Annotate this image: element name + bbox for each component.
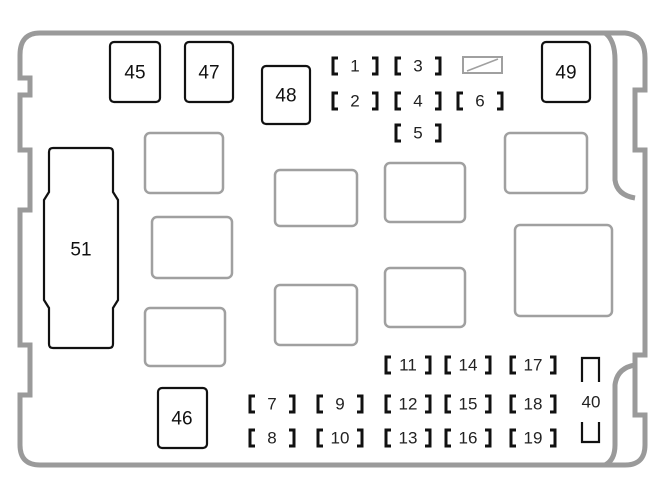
fuse-51: 51 [42,146,120,350]
fuse-bracket [248,428,296,448]
fuse-bracket [509,355,557,375]
fuse-bracket [331,56,379,76]
relay-slot [273,283,359,347]
fuse-label: 4 [413,92,422,111]
fuse-label: 18 [524,395,543,414]
fuse-8: 8 [248,428,296,448]
fuse-label: 8 [267,429,276,448]
fuse-6: 6 [456,91,504,111]
fuse-label: 11 [399,356,417,375]
fuse-box-housing [17,30,648,468]
fuse-label: 7 [267,395,276,414]
fuse-bracket [394,91,442,111]
fuse-3: 3 [394,56,442,76]
fuse-14: 14 [444,355,492,375]
fuse-48: 48 [260,64,312,126]
fuse-bracket [384,394,432,414]
fuse-bracket [456,91,504,111]
fuse-47: 47 [183,40,235,104]
fuse-49: 49 [540,40,592,104]
relay-slot [273,168,359,228]
fuse-label: 9 [335,395,344,414]
relay-slot [383,266,467,329]
fuse-bracket [394,56,442,76]
fuse-bracket [444,428,492,448]
fuse-10: 10 [316,428,364,448]
fuse-bracket [248,394,296,414]
fuse-bracket [316,394,364,414]
fuse-label: 19 [524,429,543,448]
fuse-15: 15 [444,394,492,414]
fuse-label: 47 [198,63,219,84]
fuse-label: 12 [399,395,418,414]
relay-slot [143,131,225,195]
housing-inner-panel [603,30,636,468]
fuse-13: 13 [384,428,432,448]
relay-slot [383,161,467,224]
fuse-label: 48 [275,86,296,107]
fuse-12: 12 [384,394,432,414]
fuse-label: 5 [413,124,422,143]
empty-fuse-slot [462,56,503,74]
fuse-19: 19 [509,428,557,448]
fuse-17: 17 [509,355,557,375]
fuse-label: 15 [459,395,478,414]
fuse-label: 3 [413,57,422,76]
fuse-bracket [384,355,432,375]
fuse-bracket [509,428,557,448]
fuse-1: 1 [331,56,379,76]
fuse-9: 9 [316,394,364,414]
fuse-4: 4 [394,91,442,111]
fuse-bracket [509,394,557,414]
fuse-label: 10 [331,429,350,448]
fuse-45: 45 [108,40,162,104]
fuse-label: 49 [555,63,576,84]
fuse-label: 6 [475,92,484,111]
fuse-label: 40 [582,393,601,412]
relay-slot [513,223,614,318]
fuse-label: 13 [399,429,418,448]
fuse-bracket [444,355,492,375]
fuse-label: 14 [459,356,478,375]
fuse-label: 1 [350,57,359,76]
fuse-18: 18 [509,394,557,414]
fuse-11: 11 [384,355,432,375]
fuse-label: 45 [124,63,145,84]
fuse-40: 40 [580,356,601,444]
relay-slot [143,306,227,368]
fuse-16: 16 [444,428,492,448]
relay-slot [503,131,589,195]
fuse-bracket [384,428,432,448]
fuse-bracket [316,428,364,448]
fuse-label: 2 [350,92,359,111]
fuse-7: 7 [248,394,296,414]
fuse-bracket [444,394,492,414]
fuse-bracket [331,91,379,111]
fuse-bracket [394,123,442,143]
fuse-label: 51 [70,240,91,261]
fuse-label: 16 [459,429,478,448]
fuse-2: 2 [331,91,379,111]
fuse-label: 17 [524,356,543,375]
fuse-5: 5 [394,123,442,143]
relay-slot [150,215,234,280]
fuse-label: 46 [171,409,192,430]
fuse-46: 46 [156,386,209,450]
